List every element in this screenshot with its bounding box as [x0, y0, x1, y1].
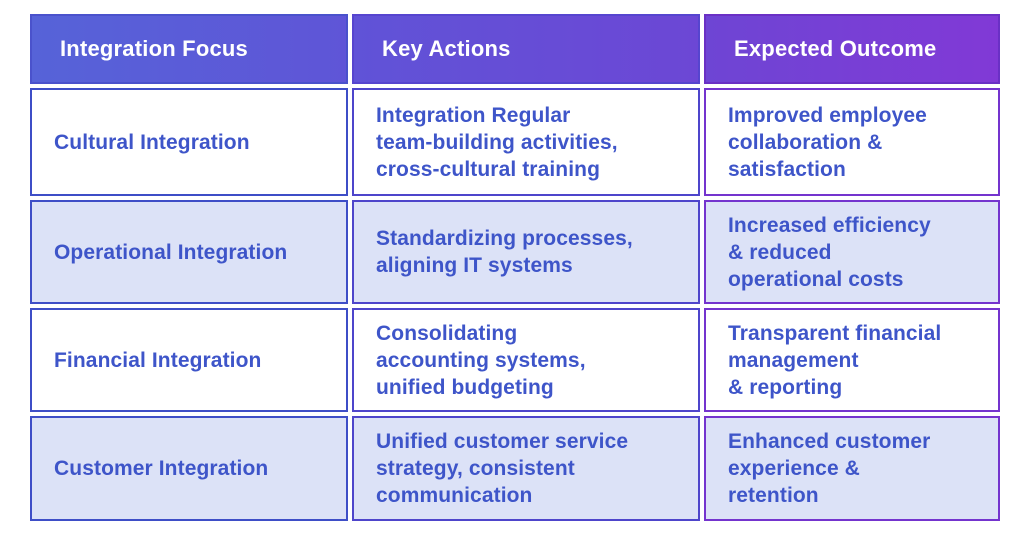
cell-focus-financial: Financial Integration [30, 308, 348, 412]
header-cell-expected-outcome: Expected Outcome [704, 14, 1000, 84]
header-cell-key-actions: Key Actions [352, 14, 700, 84]
cell-outcome-cultural: Improved employee collaboration & satisf… [704, 88, 1000, 196]
cell-outcome-financial: Transparent financial management & repor… [704, 308, 1000, 412]
cell-actions-cultural: Integration Regular team-building activi… [352, 88, 700, 196]
cell-outcome-operational: Increased efficiency & reduced operation… [704, 200, 1000, 304]
cell-actions-customer: Unified customer service strategy, consi… [352, 416, 700, 521]
cell-focus-operational: Operational Integration [30, 200, 348, 304]
cell-outcome-customer: Enhanced customer experience & retention [704, 416, 1000, 521]
cell-focus-cultural: Cultural Integration [30, 88, 348, 196]
cell-actions-operational: Standardizing processes, aligning IT sys… [352, 200, 700, 304]
cell-actions-financial: Consolidating accounting systems, unifie… [352, 308, 700, 412]
integration-table: Integration Focus Key Actions Expected O… [30, 14, 1000, 521]
header-cell-integration-focus: Integration Focus [30, 14, 348, 84]
cell-focus-customer: Customer Integration [30, 416, 348, 521]
